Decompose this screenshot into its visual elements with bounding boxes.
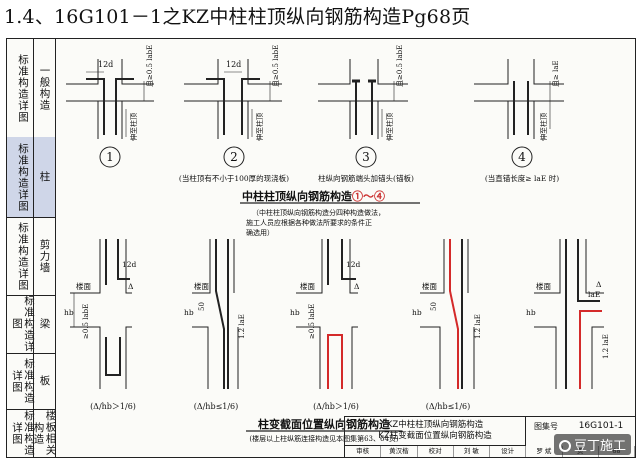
bottom-detail-4-drawing: [420, 239, 475, 389]
title-block-line: KZ中柱柱顶纵向钢筋构造: [386, 420, 484, 430]
bottom-label: 1.2 laE: [238, 314, 246, 339]
bottom-label: Δ: [128, 282, 134, 291]
bottom-label: 1.2 laE: [474, 314, 482, 339]
detail-number: 4: [518, 150, 526, 164]
bottom-label: hb: [526, 308, 536, 317]
atlas-number: 16G101-1: [578, 421, 624, 431]
detail-4-drawing: [474, 59, 564, 139]
side-tab-slab[interactable]: 板 标准构造详图: [7, 353, 55, 410]
explanation-line: 施工人员应根据各种做法所要求的条件正: [246, 218, 372, 227]
bottom-label: hb: [184, 308, 194, 317]
bottom-label: hb: [64, 308, 74, 317]
side-tab-slab-related[interactable]: 楼板相关构造 标准构造详图: [7, 409, 57, 457]
bottom-label: hb: [412, 308, 422, 317]
bottom-detail-1-drawing: [70, 239, 132, 389]
bottom-label: Δ: [354, 282, 360, 291]
side-tab-main-label: 一般构造: [33, 39, 55, 137]
bottom-label: 楼面: [300, 281, 315, 291]
explanation-line: （中柱柱顶纵向钢筋构造分四种构造做法，: [252, 208, 385, 217]
side-tab-main-label: 梁: [33, 295, 55, 353]
watermark: 豆丁施工: [553, 434, 631, 455]
page-title: 1.4、16G101－1之KZ中柱柱顶纵向钢筋构造Pg68页: [4, 6, 471, 28]
side-tab-beam[interactable]: 梁 标准构造详图: [7, 295, 55, 354]
watermark-text: 豆丁施工: [573, 439, 626, 454]
title-block-titles: KZ中柱柱顶纵向钢筋构造 KZ柱变截面位置纵向钢筋构造: [345, 417, 526, 446]
side-tab-sub-label: 标准构造详图: [17, 221, 29, 291]
bottom-note: (楼层以上柱纵筋连接构造见本图集第63、64页): [249, 434, 399, 443]
signature-cell: 刘 敏: [454, 446, 490, 457]
bottom-label: ≥0.5 labE: [308, 304, 316, 339]
side-tab-main-label: 板: [33, 353, 55, 409]
dim-label: 12d: [98, 60, 113, 69]
ratio-label: (Δ/hb≤1/6): [426, 402, 471, 411]
side-tab-general[interactable]: 一般构造 标准构造详图: [7, 39, 55, 138]
detail-number: 3: [362, 150, 370, 164]
side-tab-sub-label: 标准构造详图: [11, 295, 35, 353]
ratio-label: (Δ/hb＞1/6): [90, 402, 136, 411]
dim-label: 12d: [226, 60, 241, 69]
bottom-label: 12d: [122, 260, 137, 269]
ratio-label: (Δ/hb≤1/6): [194, 402, 239, 411]
side-tab-sub-label: 标准构造详图: [11, 358, 35, 404]
detail-1-drawing: [66, 59, 154, 139]
top-caption: 中柱柱顶纵向钢筋构造①～④: [242, 189, 385, 203]
watermark-logo-icon: [558, 440, 571, 452]
bottom-label: Δ: [596, 280, 602, 289]
explanation-line: 确选用）: [246, 228, 274, 237]
signature-cell: 设计: [490, 446, 527, 457]
dim-label: 且≥0.5 labE: [272, 45, 280, 87]
dim-label: 伸至柱顶: [129, 113, 138, 141]
bottom-label: 楼面: [194, 281, 209, 291]
bottom-label: ≥0.5 labE: [82, 304, 90, 339]
detail-note: (当直锚长度≥ laE 时): [485, 173, 559, 183]
detail-2-drawing: [184, 59, 282, 139]
bottom-label: 50: [430, 302, 438, 311]
bottom-label: hb: [290, 308, 300, 317]
dim-label: 伸至柱顶: [539, 113, 548, 141]
detail-number-circle: [223, 146, 245, 168]
side-tab-sub-label: 标准构造详图: [17, 142, 29, 212]
drawing-canvas: 12d 12d 且≥0.5 labE 且≥0.5 labE 且≥0.5 labE…: [64, 45, 610, 443]
side-tab-sub-label: 标准构造详图: [11, 410, 35, 456]
dim-label: 伸至柱顶: [385, 113, 394, 141]
detail-number: 1: [106, 150, 114, 164]
detail-number: 2: [230, 150, 238, 164]
detail-number-circle: [355, 146, 377, 168]
bottom-detail-2-drawing: [192, 239, 239, 389]
detail-note: 柱纵向钢筋端头加锚头(锚板): [318, 173, 414, 183]
side-tab-column[interactable]: 柱 标准构造详图: [7, 137, 55, 218]
bottom-label: 楼面: [536, 281, 551, 291]
bottom-label: 1.2 laE: [602, 334, 610, 359]
side-tab-main-label: 柱: [33, 137, 55, 217]
side-tab-sub-label: 标准构造详图: [17, 53, 29, 123]
signature-cell: 黄汉楷: [381, 446, 418, 457]
ratio-label: (Δ/hb＞1/6): [313, 402, 359, 411]
bottom-label: laE: [588, 290, 600, 299]
bottom-label: 12d: [346, 260, 361, 269]
bottom-label: 50: [198, 302, 206, 311]
bottom-caption: 柱变截面位置纵向钢筋构造: [258, 417, 391, 431]
bottom-detail-5-drawing: [534, 239, 604, 389]
detail-number-circle: [511, 146, 533, 168]
detail-number-circle: [99, 146, 121, 168]
dim-label: 且≥0.5 labE: [146, 45, 154, 87]
signature-cell: 审核: [345, 446, 382, 457]
atlas-number-label: 图集号: [534, 422, 558, 431]
signature-cell: 校对: [418, 446, 454, 457]
bottom-detail-3-drawing: [296, 239, 358, 389]
title-block-line: KZ柱变截面位置纵向钢筋构造: [378, 431, 492, 441]
side-tab-main-label: 楼板相关构造: [32, 409, 57, 457]
bottom-label: 楼面: [422, 281, 437, 291]
dim-label: 且≥0.5 labE: [396, 45, 404, 87]
detail-note: (当柱顶有不小于100厚的现浇板): [179, 173, 289, 183]
bottom-label: 楼面: [76, 281, 91, 291]
dim-label: 伸至柱顶: [255, 113, 264, 141]
side-tabs: 一般构造 标准构造详图 柱 标准构造详图 剪力墙 标准构造详图 梁 标准构造详图…: [7, 39, 57, 457]
side-tab-main-label: 剪力墙: [33, 217, 55, 295]
side-tab-shear-wall[interactable]: 剪力墙 标准构造详图: [7, 217, 55, 296]
detail-3-drawing: [318, 59, 408, 139]
dim-label: 且≥ laE: [552, 60, 560, 87]
atlas-page: 一般构造 标准构造详图 柱 标准构造详图 剪力墙 标准构造详图 梁 标准构造详图…: [6, 38, 636, 458]
